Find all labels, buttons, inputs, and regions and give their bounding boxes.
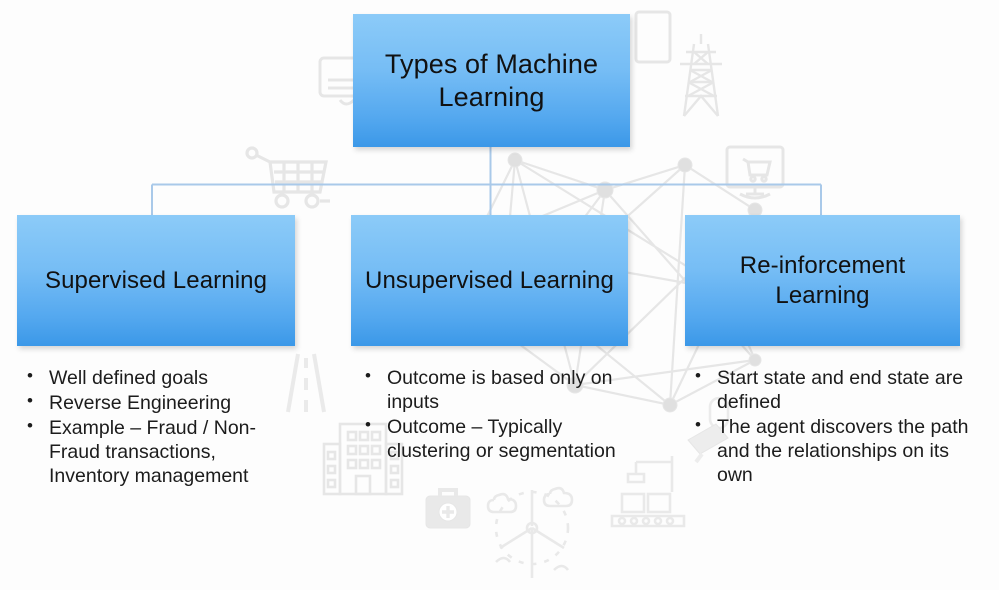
shopping-cart-icon <box>244 146 334 209</box>
node-types-of-machine-learning[interactable]: Types of Machine Learning <box>353 14 630 147</box>
node-title: Unsupervised Learning <box>365 266 614 294</box>
node-title: Types of Machine Learning <box>384 48 599 112</box>
bullet-list-re-inforcement-learning: Start state and end state are defined Th… <box>685 365 970 488</box>
document-page-icon <box>632 8 676 68</box>
medical-kit-icon <box>424 486 472 530</box>
power-tower-icon <box>670 30 732 120</box>
ecommerce-monitor-icon <box>724 144 786 202</box>
node-unsupervised-learning[interactable]: Unsupervised Learning <box>351 215 628 346</box>
list-item: Well defined goals <box>17 365 295 390</box>
list-item: The agent discovers the path and the rel… <box>685 414 970 487</box>
list-item: Example – Fraud / Non-Fraud transactions… <box>17 415 295 488</box>
node-re-inforcement-learning[interactable]: Re-inforcement Learning <box>685 215 960 346</box>
robotic-arm-conveyor-icon <box>608 452 688 532</box>
node-title: Supervised Learning <box>44 266 268 294</box>
list-item: Reverse Engineering <box>17 390 295 415</box>
list-item: Start state and end state are defined <box>685 365 970 414</box>
bullet-list-supervised-learning: Well defined goals Reverse Engineering E… <box>17 365 295 489</box>
node-title: Re-inforcement Learning <box>739 252 906 309</box>
list-item: Outcome – Typically clustering or segmen… <box>355 414 620 463</box>
wind-turbine-icon <box>484 478 580 582</box>
list-item: Outcome is based only on inputs <box>355 365 620 414</box>
node-supervised-learning[interactable]: Supervised Learning <box>17 215 295 346</box>
bullet-list-unsupervised-learning: Outcome is based only on inputs Outcome … <box>355 365 620 464</box>
